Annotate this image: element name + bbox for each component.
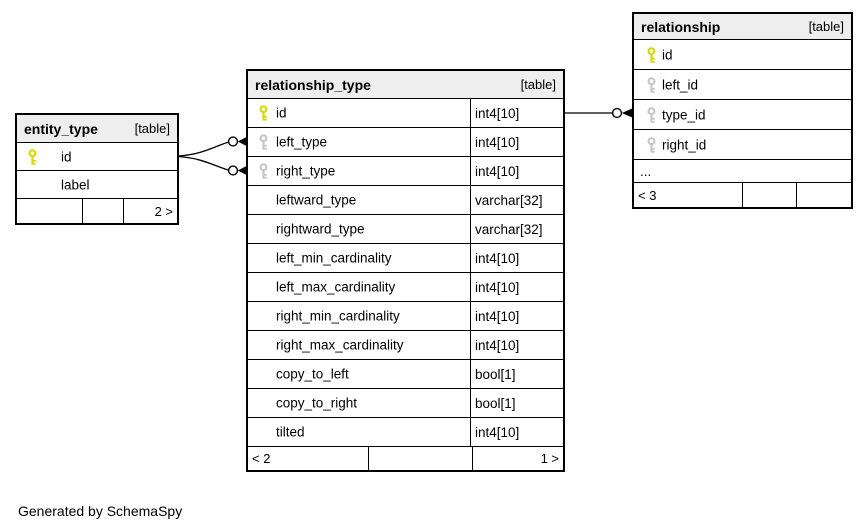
row-id: id: [17, 142, 177, 170]
column-name: id: [61, 149, 72, 164]
table-name: relationship: [641, 18, 721, 35]
column-type: int4[10]: [470, 99, 563, 127]
table-name: relationship_type: [255, 76, 371, 93]
table-footer: < 2 1 >: [248, 446, 563, 470]
table-header[interactable]: entity_type [table]: [17, 115, 177, 142]
primary-key-icon: [647, 46, 656, 63]
column-name: id: [662, 47, 673, 62]
row-copy-to-right: copy_to_right bool[1]: [248, 388, 563, 417]
footer-cell-middle: [742, 183, 796, 207]
fk-crow-arrow: [237, 137, 247, 146]
primary-key-icon: [259, 105, 268, 121]
column-type: varchar[32]: [470, 186, 563, 214]
table-tag: [table]: [134, 121, 170, 136]
fk-connector-right-type: [177, 155, 229, 171]
column-type: bool[1]: [470, 389, 563, 417]
row-right-id: right_id: [634, 129, 851, 159]
column-name: leftward_type: [276, 192, 357, 208]
table-name: entity_type: [24, 120, 98, 137]
column-name: label: [61, 177, 90, 192]
fk-connector-left-type: [177, 141, 229, 157]
fk-odot: [227, 165, 239, 176]
column-type: int4[10]: [470, 331, 563, 359]
column-type: int4[10]: [470, 128, 563, 156]
table-footer: 2 >: [17, 198, 177, 223]
foreign-key-icon: [647, 76, 656, 93]
row-tilted: tilted int4[10]: [248, 417, 563, 446]
column-type: int4[10]: [470, 418, 563, 446]
row-left-type: left_type int4[10]: [248, 127, 563, 156]
row-id: id: [634, 39, 851, 69]
row-rightward-type: rightward_type varchar[32]: [248, 214, 563, 243]
table-tag: [table]: [520, 77, 556, 92]
column-name: right_min_cardinality: [276, 308, 400, 324]
column-type: bool[1]: [470, 360, 563, 388]
footer-cell-left[interactable]: < 2: [252, 451, 271, 466]
column-name: left_max_cardinality: [276, 279, 396, 295]
column-name: copy_to_left: [276, 366, 349, 382]
primary-key-icon: [28, 148, 37, 165]
row-left-min-cardinality: left_min_cardinality int4[10]: [248, 243, 563, 272]
table-tag: [table]: [808, 19, 844, 34]
table-relationship[interactable]: relationship [table] id left_id type_id …: [632, 12, 853, 209]
row-left-max-cardinality: left_max_cardinality int4[10]: [248, 272, 563, 301]
footer-cell-left[interactable]: < 3: [638, 187, 657, 203]
fk-crow-arrow: [237, 166, 247, 175]
row-right-min-cardinality: right_min_cardinality int4[10]: [248, 301, 563, 330]
column-name: left_min_cardinality: [276, 250, 392, 266]
fk-crow-arrow: [621, 108, 633, 118]
row-leftward-type: leftward_type varchar[32]: [248, 185, 563, 214]
column-name: rightward_type: [276, 221, 365, 237]
column-type: varchar[32]: [470, 215, 563, 243]
foreign-key-icon: [647, 136, 656, 153]
table-entity-type[interactable]: entity_type [table] id label 2 >: [15, 113, 179, 225]
foreign-key-icon: [647, 106, 656, 123]
footer-cell-middle: [368, 447, 472, 470]
generated-by-note: Generated by SchemaSpy: [18, 503, 183, 519]
column-type: int4[10]: [470, 244, 563, 272]
footer-cell-middle: [82, 199, 123, 223]
row-left-id: left_id: [634, 69, 851, 99]
column-name: right_id: [662, 137, 707, 152]
fk-odot: [611, 107, 623, 119]
column-name: right_max_cardinality: [276, 337, 404, 353]
footer-cell-right[interactable]: 2 >: [123, 199, 177, 223]
column-name: type_id: [662, 107, 706, 122]
row-more-columns: ...: [634, 159, 851, 182]
table-footer: < 3: [634, 182, 851, 207]
table-header[interactable]: relationship_type [table]: [248, 71, 563, 98]
column-type: int4[10]: [470, 157, 563, 185]
footer-cell-left: [17, 199, 82, 223]
column-name: left_id: [662, 77, 699, 92]
row-right-type: right_type int4[10]: [248, 156, 563, 185]
foreign-key-icon: [259, 163, 268, 179]
column-name: tilted: [276, 424, 305, 440]
column-name: copy_to_right: [276, 395, 358, 411]
footer-cell-right: [796, 183, 851, 207]
footer-cell-right[interactable]: 1 >: [472, 447, 563, 470]
column-type: int4[10]: [470, 273, 563, 301]
column-name: id: [276, 105, 287, 121]
foreign-key-icon: [259, 134, 268, 150]
column-name: left_type: [276, 134, 328, 150]
row-copy-to-left: copy_to_left bool[1]: [248, 359, 563, 388]
row-id: id int4[10]: [248, 98, 563, 127]
column-name: right_type: [276, 163, 336, 179]
row-right-max-cardinality: right_max_cardinality int4[10]: [248, 330, 563, 359]
column-type: int4[10]: [470, 302, 563, 330]
table-header[interactable]: relationship [table]: [634, 14, 851, 39]
fk-odot: [227, 136, 239, 147]
table-relationship-type[interactable]: relationship_type [table] id int4[10] le…: [246, 69, 565, 472]
row-type-id: type_id: [634, 99, 851, 129]
row-label: label: [17, 170, 177, 198]
